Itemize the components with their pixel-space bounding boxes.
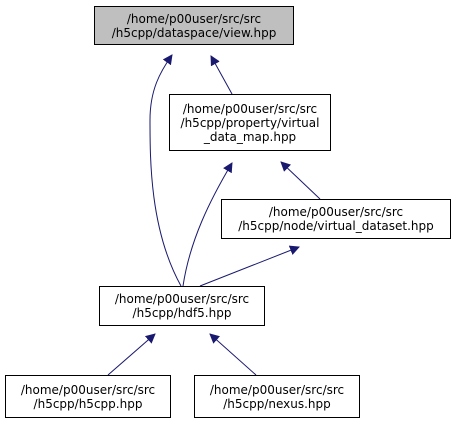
node-virtual-data-map-line3: _data_map.hpp	[203, 129, 297, 144]
node-virtual-data-map-line1: /home/p00user/src/src	[182, 101, 318, 116]
node-nexus[interactable]: /home/p00user/src/src /h5cpp/nexus.hpp	[194, 375, 360, 418]
edge-view-to-virtual-data-map	[210, 55, 233, 95]
edge-hdf5-to-nexus	[209, 333, 257, 376]
node-virtual-data-map-line2: /h5cpp/property/virtual	[180, 115, 320, 130]
node-hdf5-line1: /home/p00user/src/src	[114, 292, 250, 306]
node-dataspace-view-line1: /home/p00user/src/src	[126, 11, 262, 26]
edge-virtual-data-map-to-hdf5	[182, 162, 233, 287]
node-property-virtual-data-map[interactable]: /home/p00user/src/src /h5cpp/property/vi…	[169, 94, 331, 151]
node-nexus-line2: /h5cpp/nexus.hpp	[223, 396, 331, 411]
node-hdf5[interactable]: /home/p00user/src/src /h5cpp/hdf5.hpp	[99, 286, 265, 326]
node-h5cpp-line1: /home/p00user/src/src	[20, 382, 156, 397]
node-node-virtual-dataset[interactable]: /home/p00user/src/src /h5cpp/node/virtua…	[221, 199, 451, 239]
node-dataspace-view-line2: /h5cpp/dataspace/view.hpp	[111, 25, 277, 40]
node-nexus-line1: /home/p00user/src/src	[209, 382, 345, 397]
edge-view-to-hdf5	[149, 54, 182, 287]
node-h5cpp[interactable]: /home/p00user/src/src /h5cpp/h5cpp.hpp	[5, 375, 171, 418]
edge-virtual-dataset-to-hdf5	[199, 245, 300, 287]
node-virtual-dataset-line1: /home/p00user/src/src	[268, 205, 404, 219]
node-hdf5-line2: /h5cpp/hdf5.hpp	[132, 306, 232, 320]
node-dataspace-view[interactable]: /home/p00user/src/src /h5cpp/dataspace/v…	[94, 6, 294, 45]
node-h5cpp-line2: /h5cpp/h5cpp.hpp	[33, 396, 143, 411]
edge-hdf5-to-h5cpp	[107, 333, 156, 376]
edge-virtual-data-map-to-virtual-dataset	[280, 161, 321, 200]
node-virtual-dataset-line2: /h5cpp/node/virtual_dataset.hpp	[238, 219, 434, 233]
